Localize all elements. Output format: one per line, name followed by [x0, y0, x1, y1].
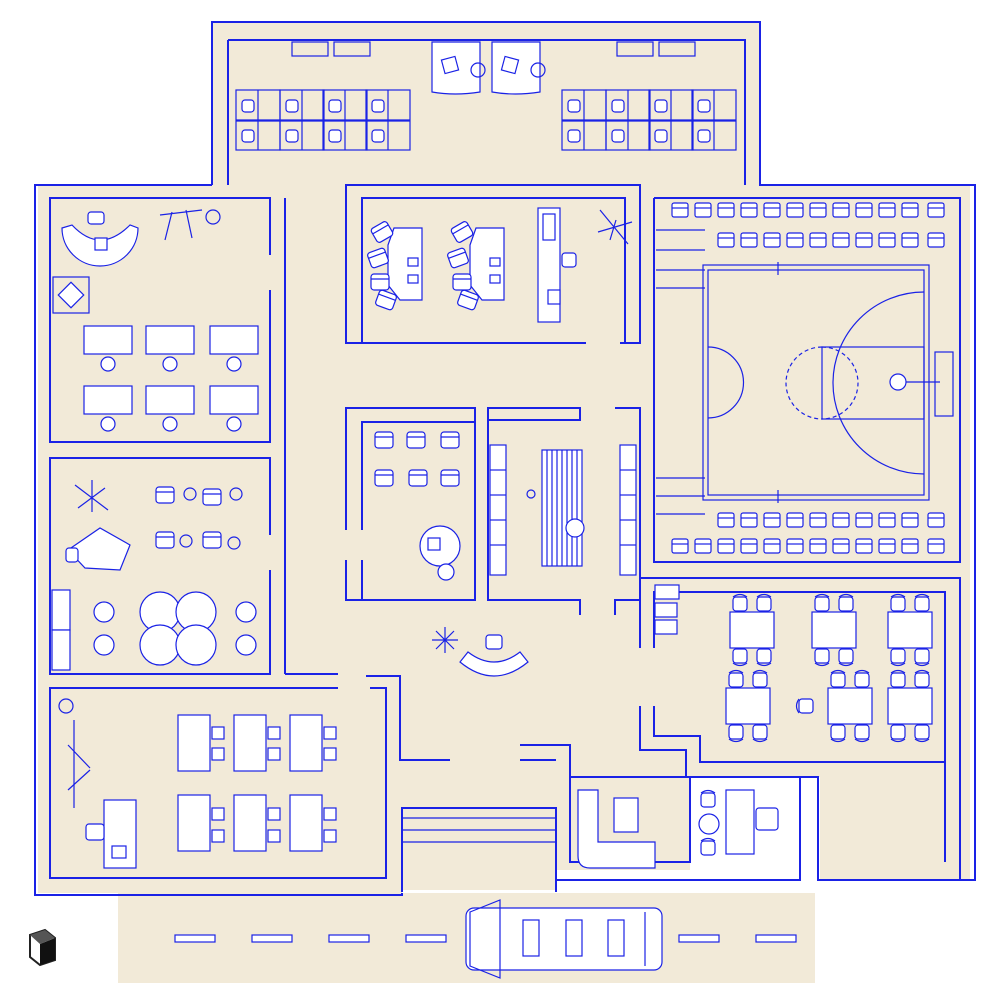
classroom-northwest	[52, 209, 259, 432]
school-bus	[465, 899, 663, 979]
open-office-north	[235, 41, 737, 151]
lobby	[432, 627, 529, 677]
reception-office	[577, 789, 779, 869]
basketball-icon	[889, 373, 907, 391]
classroom-southwest	[58, 698, 337, 869]
gymnasium	[656, 202, 954, 554]
reception-desk	[459, 651, 529, 677]
exterior-walls	[34, 21, 976, 896]
entrance-steps	[402, 817, 556, 843]
interior-walls	[49, 39, 961, 880]
meeting-room	[366, 207, 633, 323]
sofa	[577, 789, 656, 869]
road-markings	[174, 934, 797, 943]
corridor-display	[489, 444, 637, 576]
lounge-west	[51, 480, 257, 671]
isometric-cube-icon	[29, 928, 56, 967]
cafeteria	[654, 584, 932, 742]
plant-icon	[432, 627, 458, 653]
waiting-room	[374, 431, 461, 581]
